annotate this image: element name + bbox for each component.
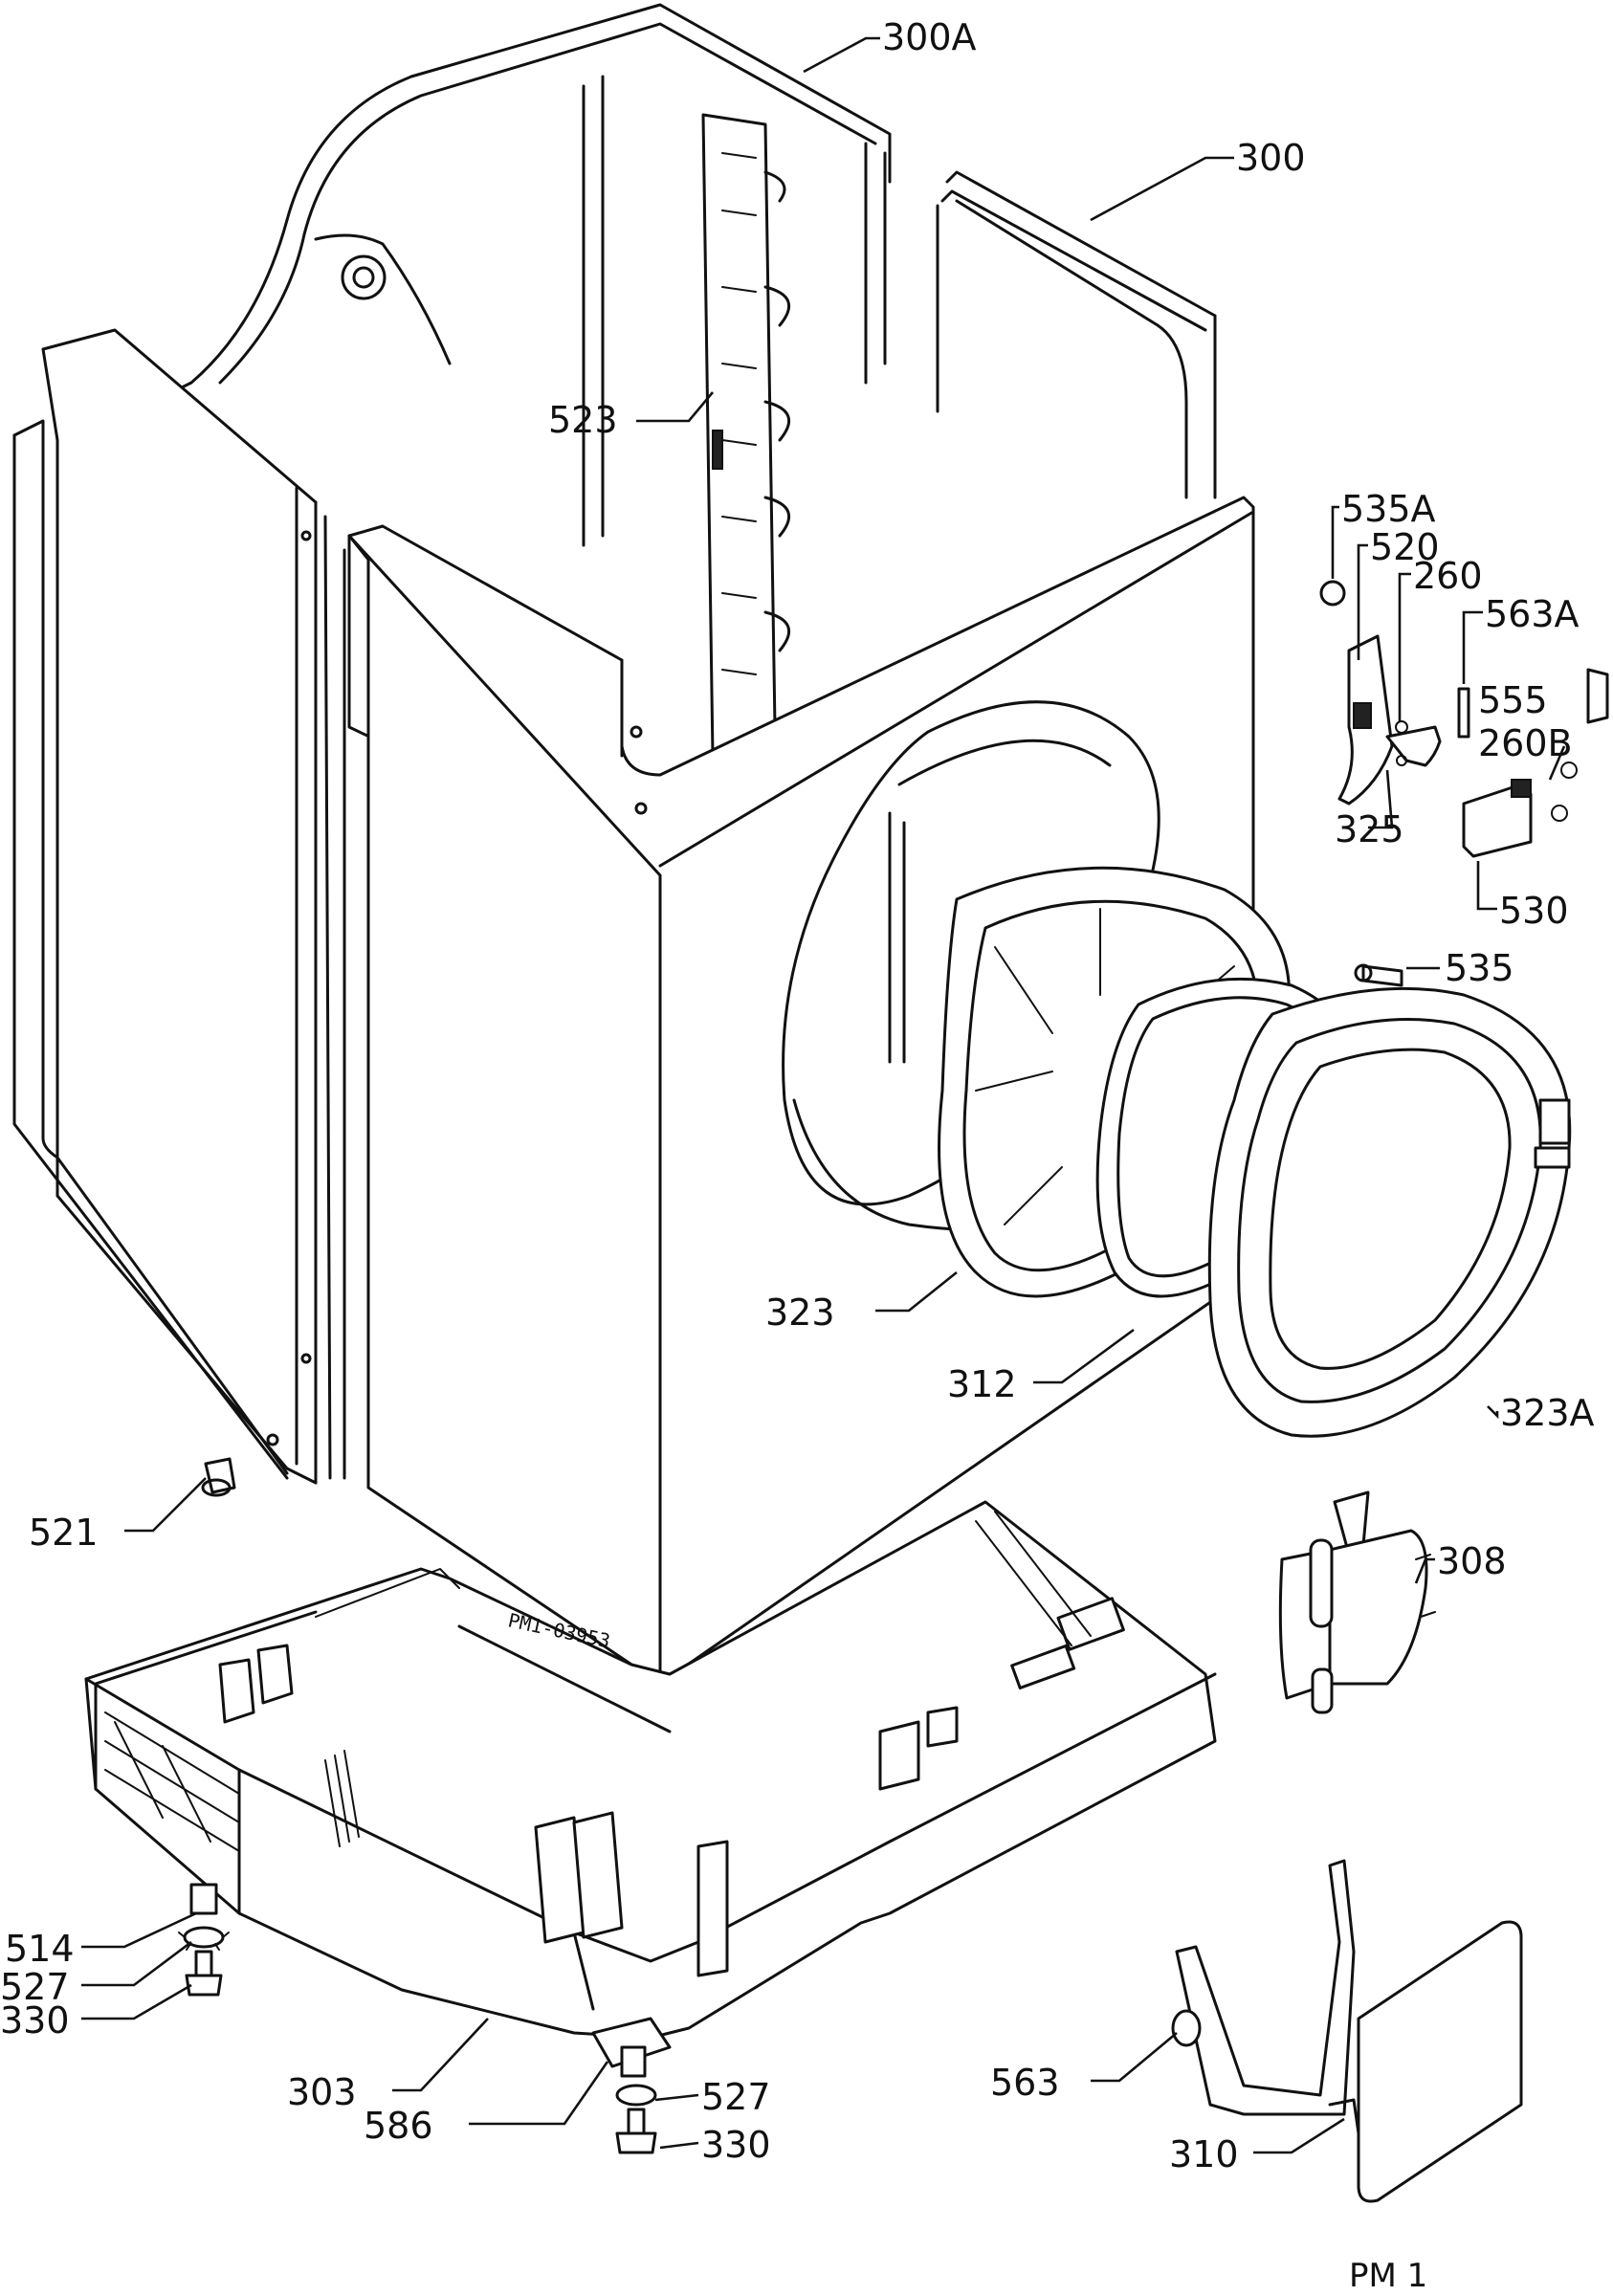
part-label-260B: 260B <box>1478 722 1573 764</box>
part-label-300A: 300A <box>882 16 977 58</box>
door-lock-parts <box>1319 580 1609 858</box>
foot-assembly-left <box>178 1883 230 1997</box>
part-label-555: 555 <box>1478 679 1548 721</box>
base-frame-303 <box>84 1500 1217 2040</box>
part-label-520: 520 <box>1370 526 1440 568</box>
door-hinge-308 <box>1278 1490 1436 1714</box>
door-outer-ring-323A <box>1207 986 1572 1438</box>
part-label-308: 308 <box>1437 1540 1507 1582</box>
part-label-563A: 563A <box>1485 593 1580 635</box>
part-label-303: 303 <box>287 2071 357 2113</box>
screw-521 <box>201 1457 236 1497</box>
part-label-521: 521 <box>29 1512 99 1554</box>
part-label-323A: 323A <box>1500 1392 1595 1434</box>
side-bracket-563 <box>1171 1859 1356 2116</box>
cabinet-frame-300A <box>151 3 1217 547</box>
part-label-260: 260 <box>1413 555 1483 597</box>
part-label-330-left: 330 <box>0 1999 70 2042</box>
foot-assembly-right <box>591 2017 672 2154</box>
part-label-330-right: 330 <box>701 2124 771 2166</box>
left-side-panel <box>12 328 332 1485</box>
page-reference-label: PM 1 <box>1349 2257 1427 2295</box>
part-label-514: 514 <box>5 1928 75 1970</box>
part-label-527-right: 527 <box>701 2076 771 2118</box>
part-label-325: 325 <box>1335 808 1404 850</box>
part-label-527-left: 527 <box>0 1966 70 2008</box>
part-label-312: 312 <box>947 1363 1017 1405</box>
part-label-300: 300 <box>1236 137 1306 179</box>
part-label-535A: 535A <box>1341 488 1436 530</box>
part-label-535: 535 <box>1445 947 1514 989</box>
front-cabinet-body <box>342 496 1255 1686</box>
leader-lines <box>81 36 1566 2154</box>
part-label-310: 310 <box>1169 2133 1239 2175</box>
part-label-323: 323 <box>765 1292 835 1334</box>
part-label-586: 586 <box>364 2105 433 2147</box>
hinge-pin-535 <box>1354 963 1403 987</box>
rear-rail-bracket-523 <box>701 113 790 758</box>
part-label-563: 563 <box>990 2062 1060 2104</box>
part-label-523: 523 <box>548 399 618 441</box>
part-label-530: 530 <box>1499 890 1569 932</box>
access-panel-310 <box>1328 1920 1523 2203</box>
